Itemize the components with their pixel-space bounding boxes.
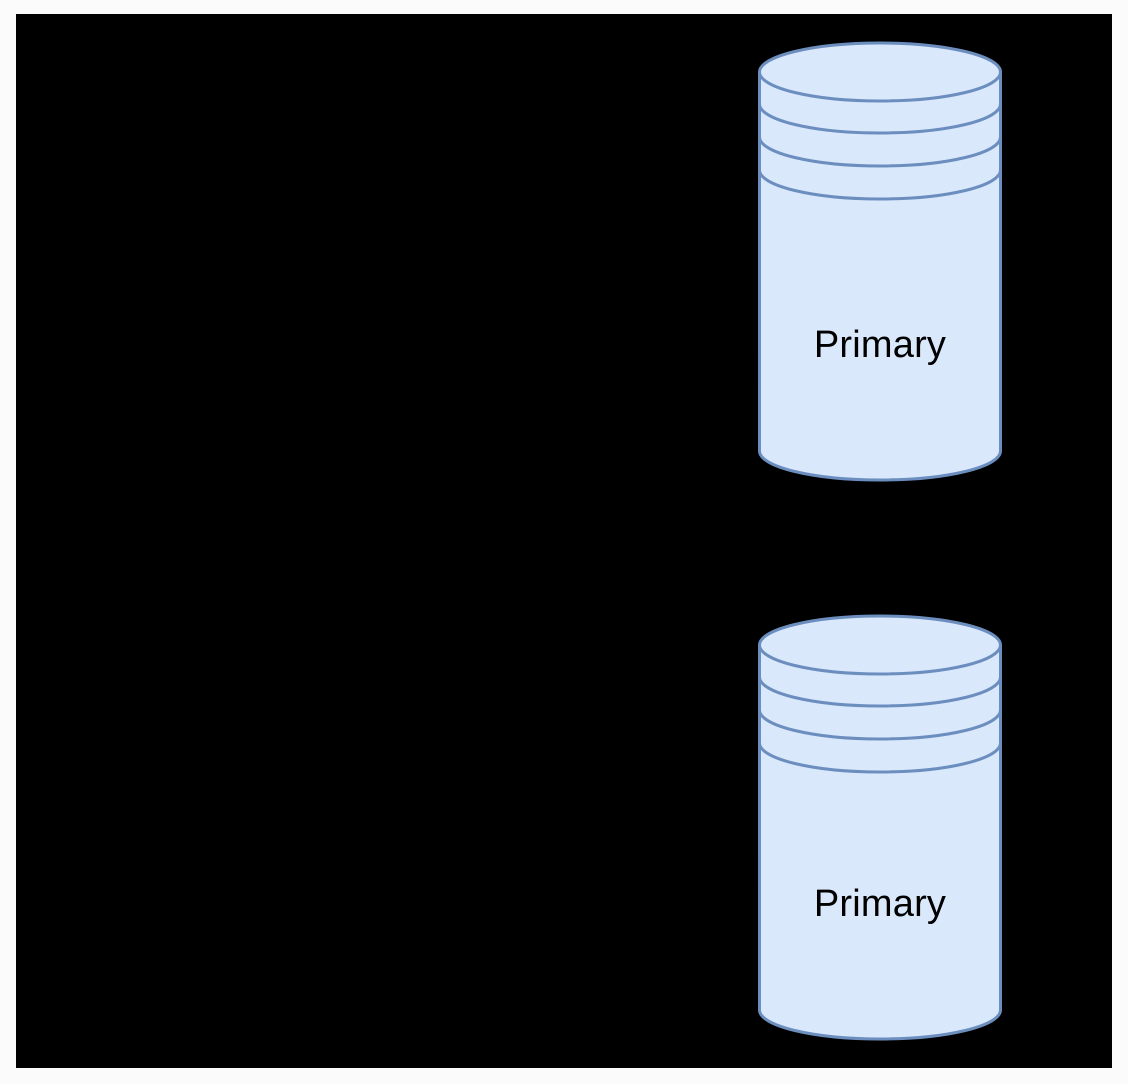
cylinder-ring-2 — [758, 103, 1002, 135]
cylinder-top-rim — [758, 71, 1002, 103]
cylinder-top-rim — [758, 644, 1002, 676]
cylinder-ring-2 — [758, 676, 1002, 708]
cylinder-ring-3 — [758, 709, 1002, 741]
diagram-canvas[interactable]: Primary Primary — [16, 14, 1112, 1068]
database-cylinder-icon — [758, 41, 1002, 482]
cylinder-body — [758, 41, 1002, 482]
cylinder-ring-4 — [758, 169, 1002, 201]
database-node-primary-1[interactable]: Primary — [757, 41, 1003, 482]
database-node-primary-2[interactable]: Primary — [757, 614, 1003, 1041]
database-cylinder-icon — [758, 614, 1002, 1041]
cylinder-body — [758, 614, 1002, 1041]
shape-layer: Primary Primary — [16, 14, 1112, 1068]
cylinder-ring-4 — [758, 742, 1002, 774]
cylinder-ring-3 — [758, 136, 1002, 168]
